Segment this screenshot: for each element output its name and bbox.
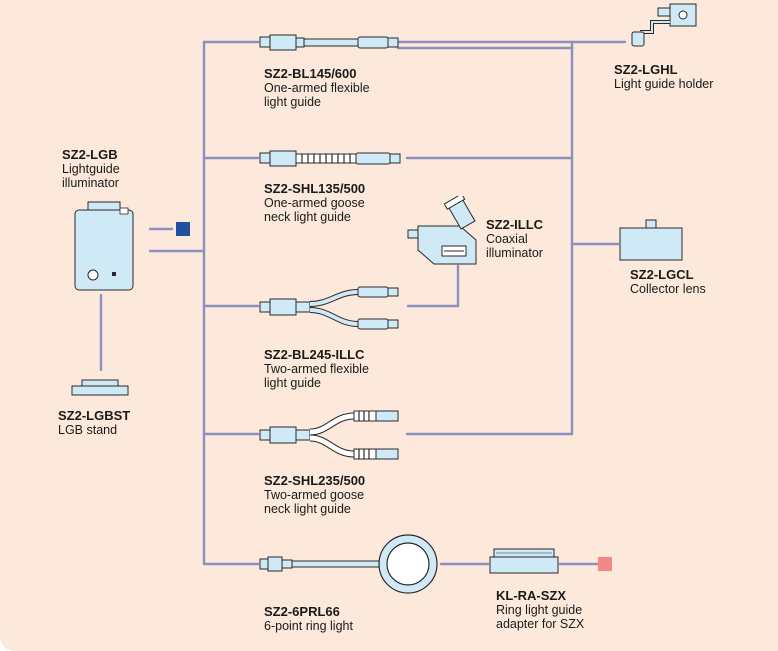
- one-armed-gooseneck-guide-icon: [259, 150, 401, 167]
- blue-marker: [176, 222, 190, 236]
- six-point-ring-light-icon: [259, 534, 438, 594]
- pink-marker: [598, 557, 612, 571]
- lightguide-illuminator-icon: [74, 201, 134, 291]
- ring-light-adapter-icon: [489, 548, 559, 574]
- code-lgb: SZ2-LGB: [62, 147, 118, 162]
- label-illc: SZ2-ILLC Coaxial illuminator: [486, 217, 544, 260]
- label-lgcl: SZ2-LGCL Collector lens: [630, 267, 706, 296]
- code-bl245: SZ2-BL245-ILLC: [264, 347, 365, 362]
- label-shl235: SZ2-SHL235/500 Two-armed goose neck ligh…: [264, 473, 366, 516]
- code-klra: KL-RA-SZX: [496, 588, 567, 603]
- collector-lens-icon: [619, 219, 683, 261]
- light-guide-holder-icon: [631, 3, 697, 47]
- label-shl135: SZ2-SHL135/500 One-armed goose neck ligh…: [264, 181, 366, 224]
- two-armed-flexible-guide-icon: [259, 286, 399, 330]
- label-bl145: SZ2-BL145/600 One-armed flexible light g…: [264, 66, 370, 109]
- code-shl235: SZ2-SHL235/500: [264, 473, 366, 488]
- code-lgcl: SZ2-LGCL: [630, 267, 694, 282]
- coaxial-illuminator-icon: [407, 196, 477, 265]
- code-lgbst: SZ2-LGBST: [58, 408, 131, 423]
- code-bl145: SZ2-BL145/600: [264, 66, 357, 81]
- label-lgb: SZ2-LGB Lightguide illuminator: [62, 147, 120, 190]
- label-lghl: SZ2-LGHL Light guide holder: [614, 62, 714, 91]
- label-bl245: SZ2-BL245-ILLC Two-armed flexible light …: [264, 347, 369, 390]
- code-prl66: SZ2-6PRL66: [264, 604, 340, 619]
- label-lgbst: SZ2-LGBST LGB stand: [58, 408, 131, 437]
- code-lghl: SZ2-LGHL: [614, 62, 678, 77]
- label-prl66: SZ2-6PRL66 6-point ring light: [264, 604, 353, 633]
- label-klra: KL-RA-SZX Ring light guide adapter for S…: [496, 588, 585, 631]
- one-armed-flexible-guide-icon: [259, 34, 399, 51]
- two-armed-gooseneck-guide-icon: [259, 410, 399, 460]
- lgb-stand-icon: [71, 379, 129, 396]
- code-shl135: SZ2-SHL135/500: [264, 181, 366, 196]
- code-illc: SZ2-ILLC: [486, 217, 544, 232]
